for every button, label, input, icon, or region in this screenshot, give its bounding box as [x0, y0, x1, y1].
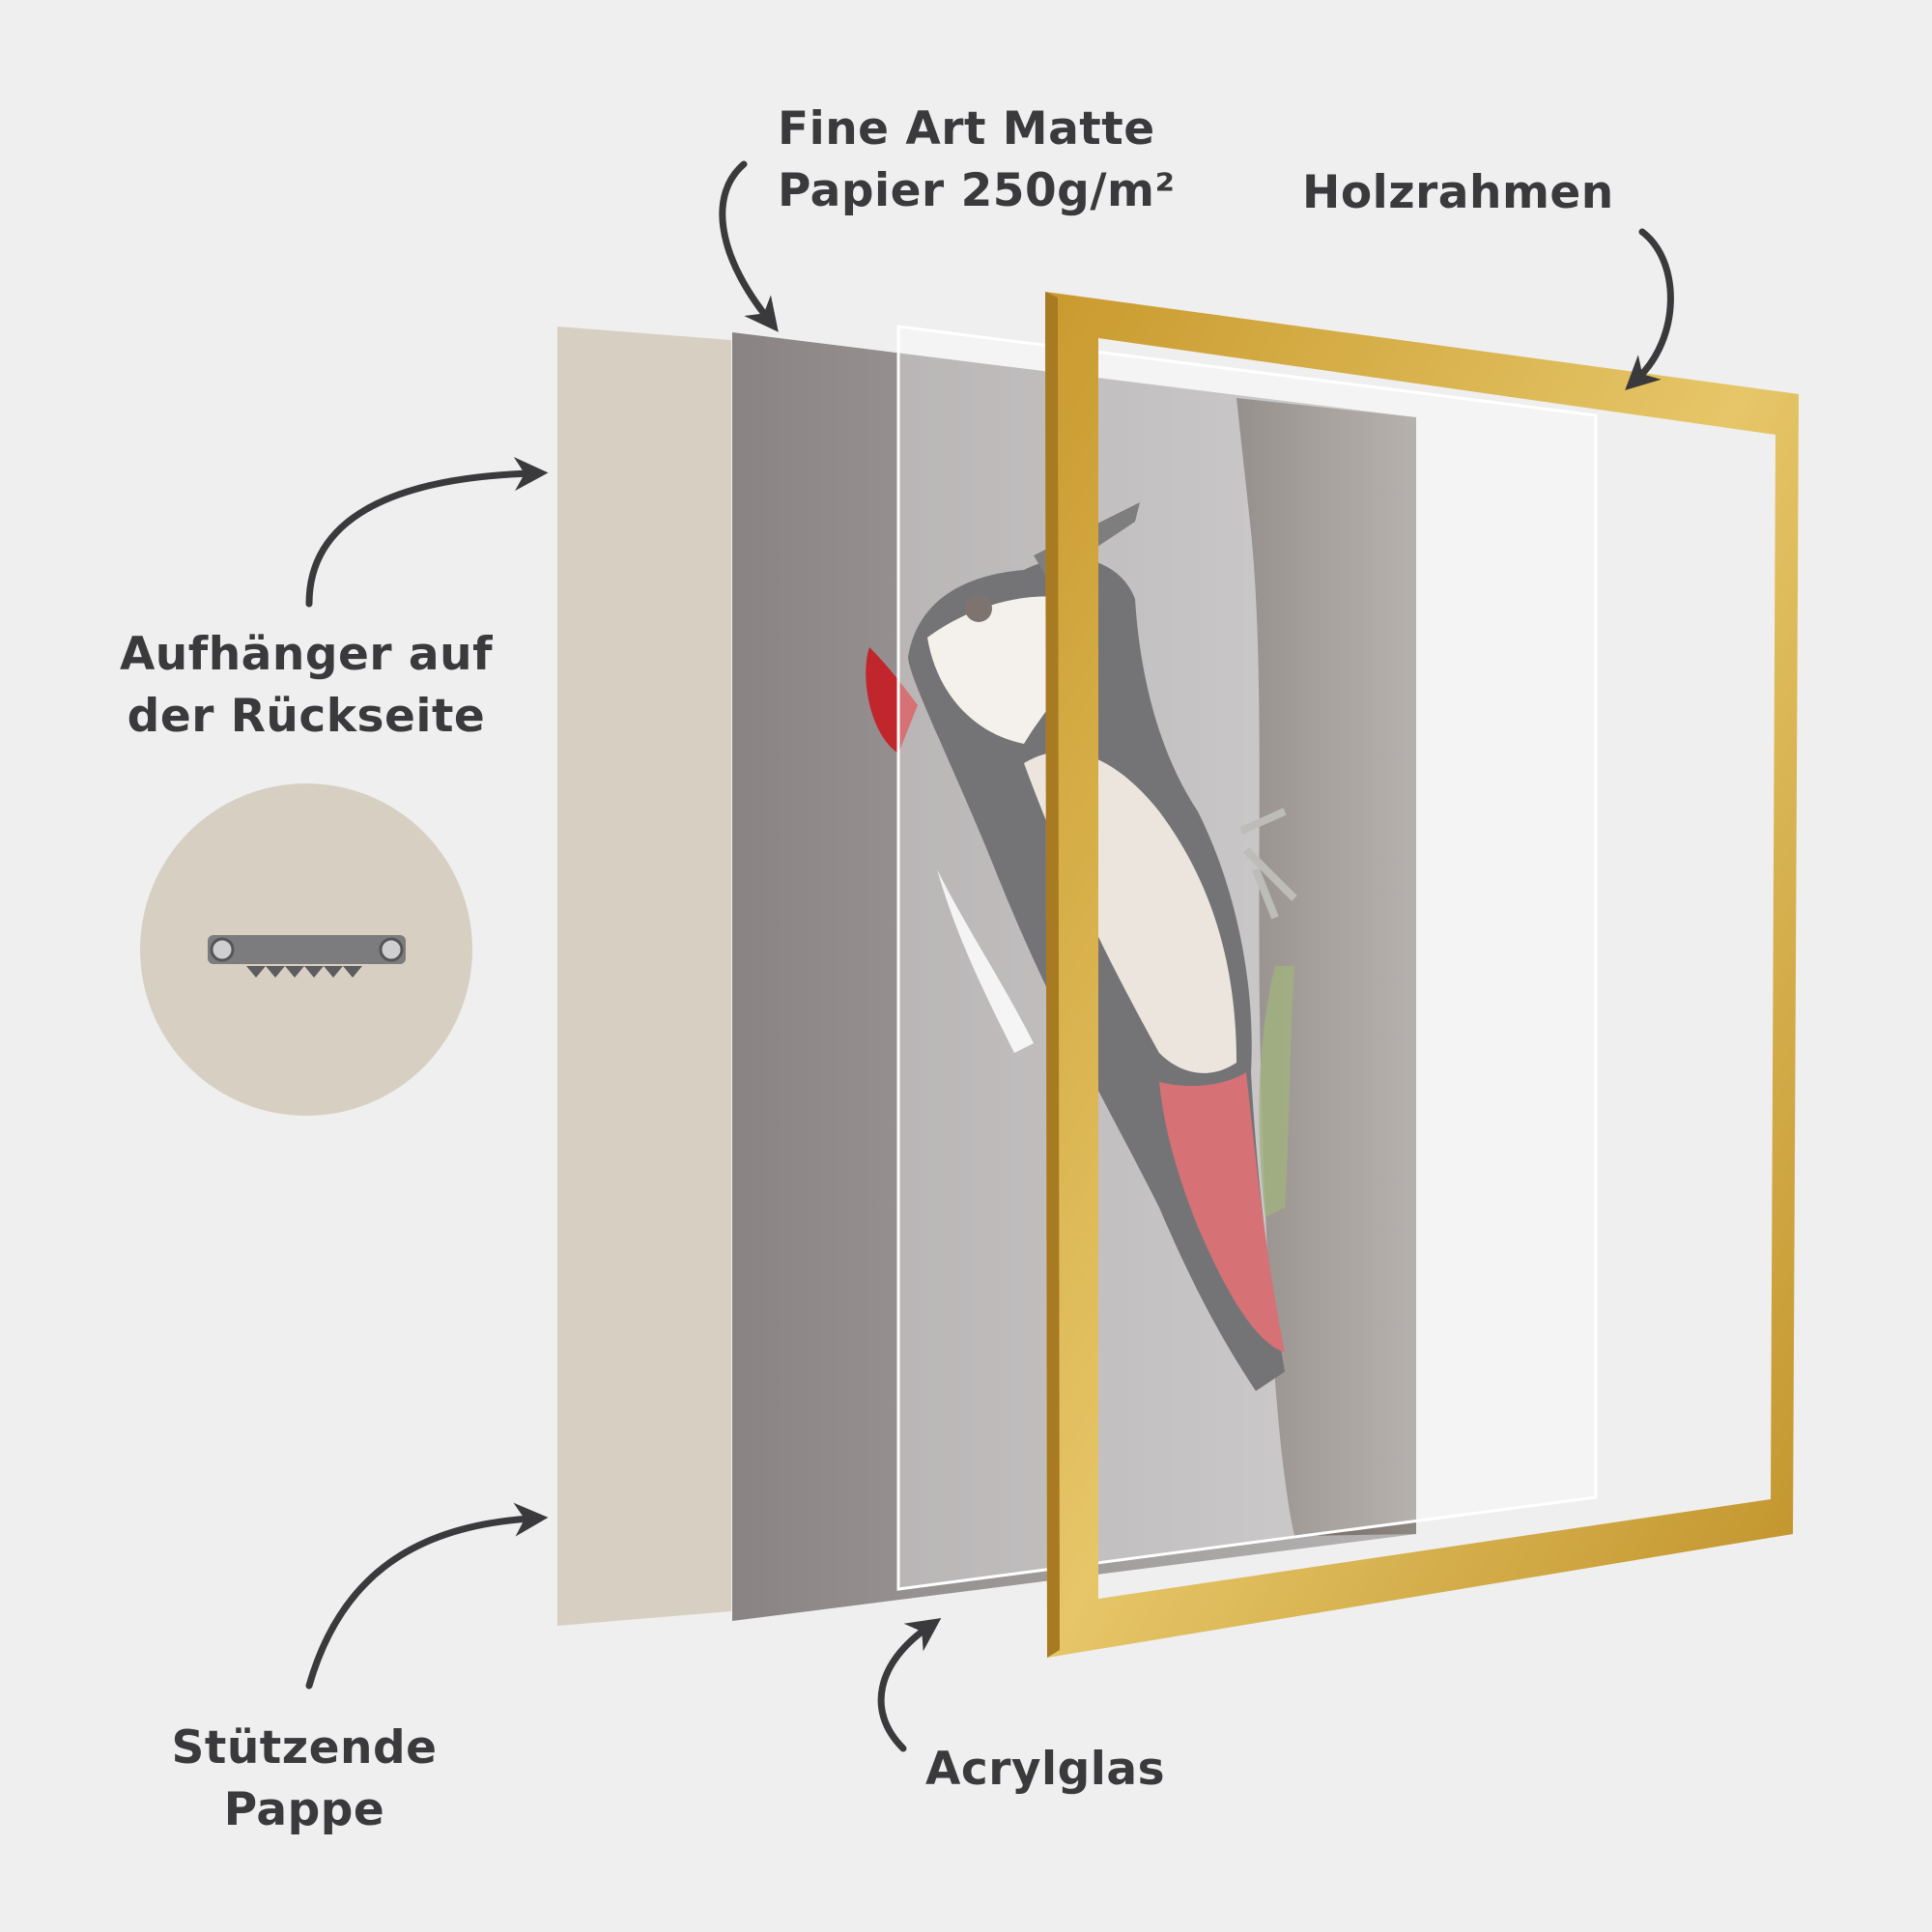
- label-hanger-line2: der Rückseite: [127, 690, 486, 743]
- label-backing-line2: Pappe: [223, 1783, 385, 1836]
- acrylic-glass: [896, 325, 1598, 1591]
- arrow-to-backing-bottom: [305, 1502, 549, 1690]
- cardboard-backing: [557, 327, 731, 1626]
- arrow-to-backing-top: [305, 457, 549, 608]
- arrow-to-acrylic: [877, 1617, 942, 1752]
- label-backing-line1: Stützende: [171, 1721, 438, 1775]
- label-paper-line2: Papier 250g/m²: [778, 164, 1176, 217]
- label-wooden-frame: Holzrahmen: [1302, 166, 1614, 219]
- arrow-to-paper: [719, 160, 779, 332]
- label-acrylic-glass: Acrylglas: [925, 1743, 1166, 1796]
- tree-trunk: [1236, 398, 1416, 1536]
- wooden-frame: [1045, 292, 1799, 1658]
- label-hanger-line1: Aufhänger auf: [119, 628, 494, 681]
- label-backing: Stützende Pappe: [111, 1718, 497, 1841]
- hanger-detail: [140, 783, 472, 1116]
- label-fine-art-paper: Fine Art Matte Papier 250g/m²: [778, 99, 1176, 222]
- moss: [1259, 966, 1294, 1217]
- label-paper-line1: Fine Art Matte: [778, 102, 1155, 156]
- sawtooth-hanger-icon: [208, 935, 406, 978]
- label-hanger: Aufhänger auf der Rückseite: [94, 624, 519, 748]
- arrow-to-frame: [1625, 228, 1674, 390]
